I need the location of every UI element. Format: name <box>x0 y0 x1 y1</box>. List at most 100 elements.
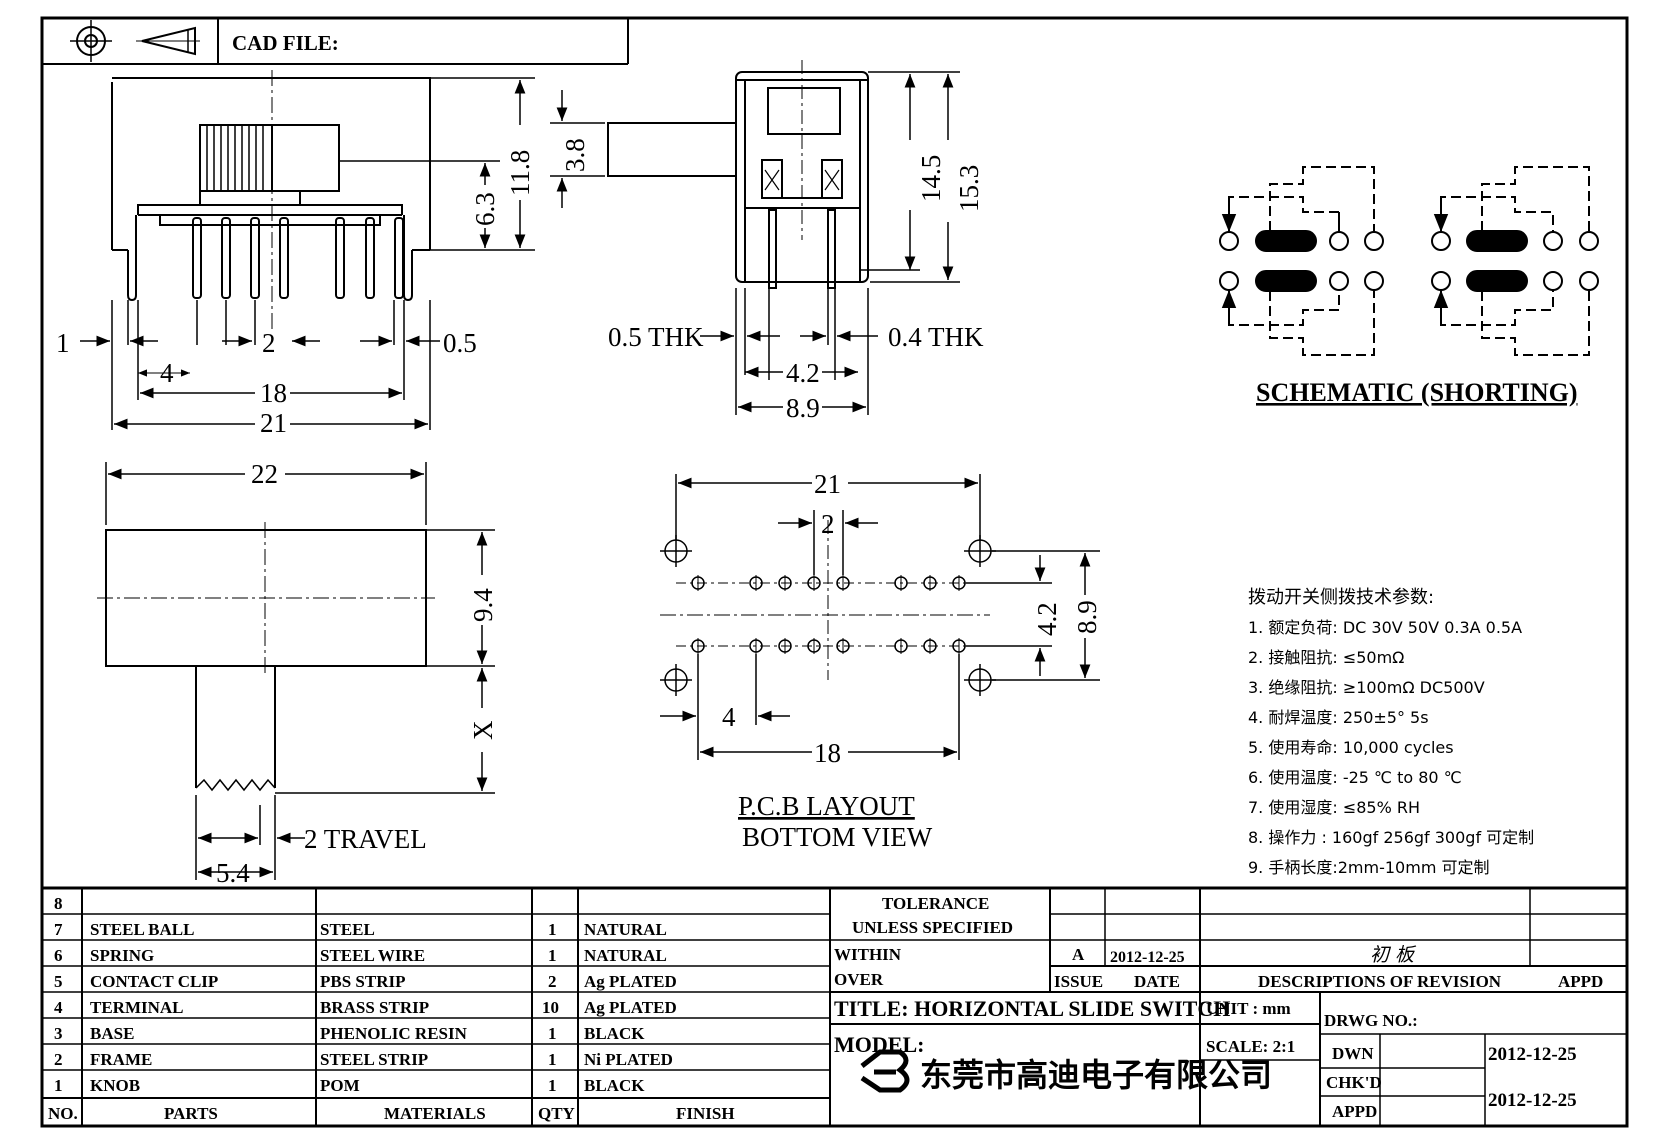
bom-material: STEEL STRIP <box>320 1050 428 1069</box>
bom-finish: BLACK <box>584 1024 645 1043</box>
top-view <box>97 522 435 792</box>
bom-finish: Ag PLATED <box>584 972 677 991</box>
tolerance-label: TOLERANCE <box>882 894 989 913</box>
pcb-layout <box>660 474 1100 760</box>
bom-part: SPRING <box>90 946 154 965</box>
dim-top-x: X <box>468 720 498 740</box>
dim-front-63: 6.3 <box>470 192 500 226</box>
dim-pcb-42: 4.2 <box>1032 602 1062 636</box>
revision-description: 初 板 <box>1370 944 1417 966</box>
bom-grid <box>42 886 1627 1126</box>
chk-date: 2012-12-25 <box>1488 1090 1577 1111</box>
dim-front-4: 4 <box>160 358 174 388</box>
terminal-pads <box>691 575 966 654</box>
bom-no: 1 <box>54 1076 63 1095</box>
bom-no: 4 <box>54 998 63 1017</box>
dim-side-38: 3.8 <box>560 138 590 172</box>
dim-front-21: 21 <box>260 408 287 438</box>
pcb-bottom-view: BOTTOM VIEW <box>742 822 933 852</box>
bom-finish: Ni PLATED <box>584 1050 673 1069</box>
bom-no: 8 <box>54 894 63 913</box>
drawing-title: TITLE: HORIZONTAL SLIDE SWITCH <box>834 996 1230 1021</box>
dim-side-42: 4.2 <box>786 358 820 388</box>
sheet-border <box>40 16 1629 1128</box>
dim-pcb-2: 2 <box>821 509 835 539</box>
dim-front-18: 18 <box>260 378 287 408</box>
side-view <box>607 60 869 289</box>
bom-material: PHENOLIC RESIN <box>320 1024 468 1043</box>
bom-no: 3 <box>54 1024 63 1043</box>
first-angle-projection-icon <box>70 20 200 62</box>
pcb-layout-title: P.C.B LAYOUT <box>738 791 915 821</box>
bom-part: STEEL BALL <box>90 920 194 939</box>
mount-holes <box>660 535 996 696</box>
dim-front-05: 0.5 <box>443 328 477 358</box>
bom-qty: 1 <box>548 1076 557 1095</box>
date-value: 2012-12-25 <box>1110 949 1185 966</box>
bom-material: STEEL <box>320 920 375 939</box>
scale-label: SCALE: 2:1 <box>1206 1037 1295 1056</box>
revision-header: DESCRIPTIONS OF REVISION <box>1258 972 1502 991</box>
schematic-title: SCHEMATIC (SHORTING) <box>1256 378 1577 407</box>
spec-item: 4. 耐焊温度: 250±5° 5s <box>1248 708 1429 727</box>
bom-qty: 2 <box>548 972 557 991</box>
bom-part: BASE <box>90 1024 134 1043</box>
bom-finish: NATURAL <box>584 920 667 939</box>
issue-label: ISSUE <box>1054 972 1103 991</box>
top-view-dimensions <box>105 462 495 880</box>
company-name: 东莞市高迪电子有限公司 <box>920 1056 1272 1094</box>
bom-part: KNOB <box>90 1076 140 1095</box>
bom-material: PBS STRIP <box>320 972 406 991</box>
bom-qty: 1 <box>548 1024 557 1043</box>
bom-material: BRASS STRIP <box>320 998 429 1017</box>
bom-no: 7 <box>54 920 63 939</box>
dim-side-153: 15.3 <box>954 165 984 212</box>
spec-item: 2. 接触阻抗: ≤50mΩ <box>1248 648 1404 667</box>
spec-title: 拨动开关侧拨技术参数: <box>1248 587 1434 608</box>
dim-side-thk05: 0.5 THK <box>608 322 704 352</box>
date-label: DATE <box>1134 972 1180 991</box>
dim-top-travel: 2 TRAVEL <box>304 824 427 854</box>
within-label: WITHIN <box>834 945 902 964</box>
dim-pcb-89: 8.9 <box>1072 600 1102 634</box>
bom-no: 5 <box>54 972 63 991</box>
bom-no: 6 <box>54 946 63 965</box>
front-view <box>111 70 431 330</box>
drawing-number-label: DRWG NO.: <box>1324 1011 1418 1030</box>
spec-item: 5. 使用寿命: 10,000 cycles <box>1248 738 1454 757</box>
bom-part: FRAME <box>90 1050 152 1069</box>
over-label: OVER <box>834 970 884 989</box>
spec-item: 6. 使用温度: -25 ℃ to 80 ℃ <box>1248 768 1462 787</box>
dwn-label: DWN <box>1332 1044 1374 1063</box>
bom-part: CONTACT CLIP <box>90 972 218 991</box>
title-block-grid <box>830 888 1627 1126</box>
title-block: TOLERANCE UNLESS SPECIFIED WITHIN OVER A… <box>834 894 1603 1126</box>
chkd-label: CHK'D <box>1326 1073 1382 1092</box>
header-box: CAD FILE: <box>42 18 629 65</box>
dim-side-145: 14.5 <box>916 155 946 202</box>
unless-specified: UNLESS SPECIFIED <box>852 918 1013 937</box>
unit-label: UNIT : mm <box>1206 999 1291 1018</box>
dim-pcb-4: 4 <box>722 702 736 732</box>
spec-item: 7. 使用湿度: ≤85% RH <box>1248 798 1420 817</box>
bom-finish: NATURAL <box>584 946 667 965</box>
dim-pcb-21: 21 <box>814 469 841 499</box>
bom-table: 8 7 STEEL BALL STEEL 1 NATURAL 6 SPRING … <box>48 894 735 1123</box>
dim-front-1: 1 <box>56 328 70 358</box>
spec-item: 3. 绝缘阻抗: ≥100mΩ DC500V <box>1248 678 1485 697</box>
bom-qty: 1 <box>548 920 557 939</box>
dim-top-94: 9.4 <box>468 588 498 622</box>
spec-item: 1. 额定负荷: DC 30V 50V 0.3A 0.5A <box>1248 618 1522 637</box>
bom-qty: 10 <box>542 998 559 1017</box>
bom-material: POM <box>320 1076 360 1095</box>
bom-no: 2 <box>54 1050 63 1069</box>
dim-side-thk04: 0.4 THK <box>888 322 984 352</box>
front-view-dimensions <box>80 77 535 430</box>
spec-item: 9. 手柄长度:2mm-10mm 可定制 <box>1248 858 1490 877</box>
dim-front-2: 2 <box>262 328 276 358</box>
issue-value: A <box>1072 945 1085 964</box>
bom-finish: Ag PLATED <box>584 998 677 1017</box>
spec-item: 8. 操作力 : 160gf 256gf 300gf 可定制 <box>1248 828 1534 847</box>
appd-label: APPD <box>1332 1102 1377 1121</box>
